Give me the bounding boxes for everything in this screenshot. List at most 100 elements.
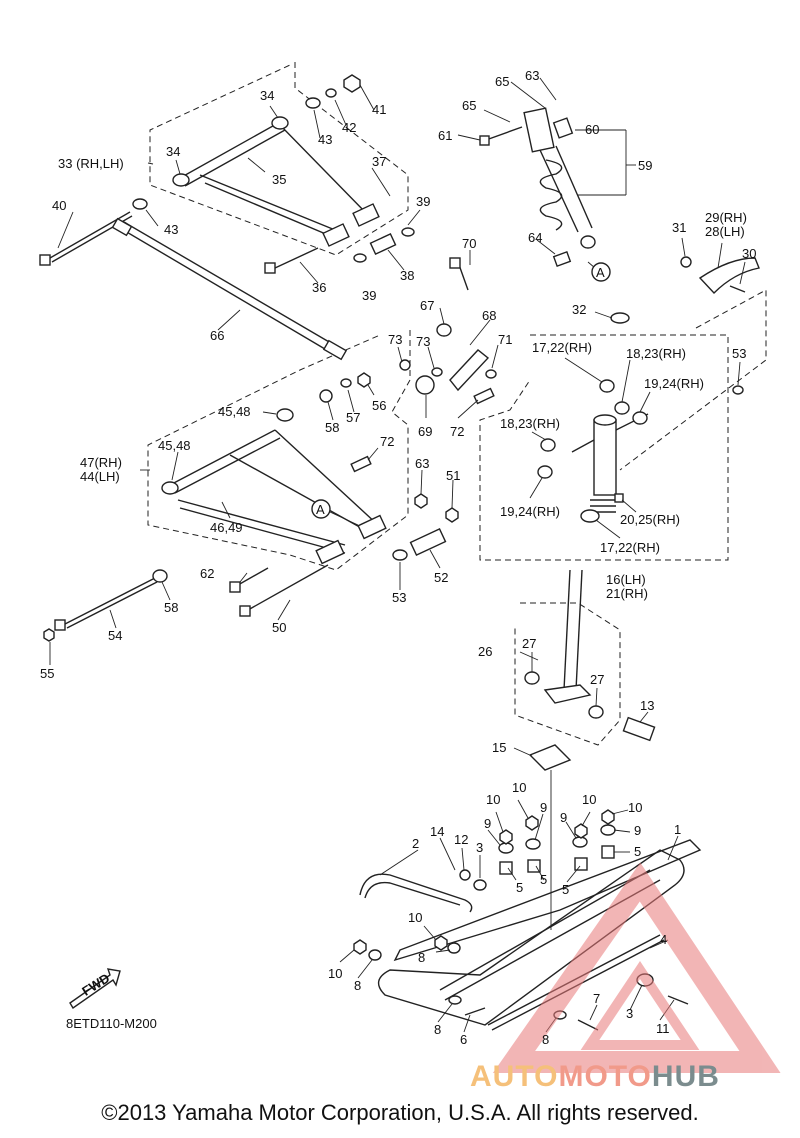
callout-10c: 10: [582, 792, 596, 807]
callout-40: 40: [52, 198, 66, 213]
callout-3b: 3: [626, 1006, 633, 1021]
callout-68: 68: [482, 308, 496, 323]
callout-65a: 65: [495, 74, 509, 89]
callout-58a: 58: [325, 420, 339, 435]
watermark-part-2: MOTO: [558, 1060, 652, 1093]
callout-60: 60: [585, 122, 599, 137]
callout-63b: 63: [415, 456, 429, 471]
callout-18a: 18,23(RH): [626, 346, 686, 361]
handle-2: [359, 873, 473, 913]
bushing-34-upper: [172, 116, 289, 187]
watermark-logo: AUTOMOTOHUB: [470, 1060, 720, 1094]
callout-39a: 39: [416, 194, 430, 209]
callout-73a: 73: [388, 332, 402, 347]
callout-64: 64: [528, 230, 542, 245]
callout-15: 15: [492, 740, 506, 755]
callout-9d: 9: [634, 823, 641, 838]
callout-53a: 53: [392, 590, 406, 605]
callout-1: 1: [674, 822, 681, 837]
callout-27b: 27: [590, 672, 604, 687]
callout-10f: 10: [328, 966, 342, 981]
callout-33: 33 (RH,LH): [58, 156, 124, 171]
callout-4: 4: [660, 932, 667, 947]
washers-43: [132, 74, 361, 210]
callout-51: 51: [446, 468, 460, 483]
callout-55: 55: [40, 666, 54, 681]
steering-arm-28-29: [680, 256, 760, 295]
upper-arm-dashed-box: [149, 62, 409, 256]
callout-73b: 73: [416, 334, 430, 349]
spindle-16-21: [571, 413, 649, 513]
bolt-54: [43, 569, 168, 642]
callout-67: 67: [420, 298, 434, 313]
reference-marker-a-arm: [311, 499, 359, 526]
callout-45a: 45,48: [218, 404, 251, 419]
callout-37: 37: [372, 154, 386, 169]
callout-41: 41: [372, 102, 386, 117]
lower-a-arm: [169, 429, 387, 565]
callout-9c: 9: [560, 810, 567, 825]
watermark-part-3: HUB: [651, 1060, 720, 1093]
callout-50: 50: [272, 620, 286, 635]
callout-10a: 10: [486, 792, 500, 807]
bushings-45: [161, 408, 294, 495]
callout-28lh: 28(LH): [705, 224, 745, 239]
nuts-56-57-58: [319, 372, 459, 523]
callout-42: 42: [342, 120, 356, 135]
callout-9a: 9: [484, 816, 491, 831]
callout-29rh: 29(RH): [705, 210, 747, 225]
callout-66: 66: [210, 328, 224, 343]
reference-marker-a-shock: [591, 262, 611, 282]
bolt-36: [264, 247, 319, 274]
watermark-part-1: AUTO: [470, 1060, 559, 1093]
callout-47rh: 47(RH): [80, 455, 122, 470]
callout-a-shock: A: [596, 265, 605, 280]
callout-10d: 10: [628, 800, 642, 815]
callout-30: 30: [742, 246, 756, 261]
callout-38: 38: [400, 268, 414, 283]
callout-70: 70: [462, 236, 476, 251]
callout-6: 6: [460, 1032, 467, 1047]
tie-rod-66: [111, 217, 348, 361]
callout-59: 59: [638, 158, 652, 173]
upper-a-arm: [179, 121, 380, 247]
callout-17b: 17,22(RH): [600, 540, 660, 555]
callout-65b: 65: [462, 98, 476, 113]
bushings-17-18-19: [537, 312, 744, 523]
callout-5d: 5: [634, 844, 641, 859]
bracket-68: [449, 257, 490, 392]
callout-8c: 8: [434, 1022, 441, 1037]
callout-44lh: 44(LH): [80, 469, 120, 484]
bolt-50-62: [229, 564, 329, 617]
leader-lines: [49, 77, 746, 1033]
callout-54: 54: [108, 628, 122, 643]
callout-56: 56: [372, 398, 386, 413]
callout-20: 20,25(RH): [620, 512, 680, 527]
callout-14: 14: [430, 824, 444, 839]
callout-2: 2: [412, 836, 419, 851]
callout-19b: 19,24(RH): [500, 504, 560, 519]
collar-38: [353, 227, 415, 263]
callout-71: 71: [498, 332, 512, 347]
callout-18b: 18,23(RH): [500, 416, 560, 431]
forward-arrow-icon: FWD: [69, 968, 121, 1010]
callout-5c: 5: [562, 882, 569, 897]
callout-39b: 39: [362, 288, 376, 303]
callout-21rh: 21(RH): [606, 586, 648, 601]
callout-72b: 72: [380, 434, 394, 449]
callout-10b: 10: [512, 780, 526, 795]
callout-10e: 10: [408, 910, 422, 925]
callout-34a: 34: [260, 88, 274, 103]
shock-dashed-leader: [619, 289, 767, 471]
ski-fasteners: [353, 809, 689, 1031]
callout-13: 13: [640, 698, 654, 713]
callout-5a: 5: [516, 880, 523, 895]
callout-58b: 58: [164, 600, 178, 615]
callout-9b: 9: [540, 800, 547, 815]
callout-43b: 43: [164, 222, 178, 237]
callout-61: 61: [438, 128, 452, 143]
joint-69: [399, 323, 497, 405]
callout-46: 46,49: [210, 520, 243, 535]
